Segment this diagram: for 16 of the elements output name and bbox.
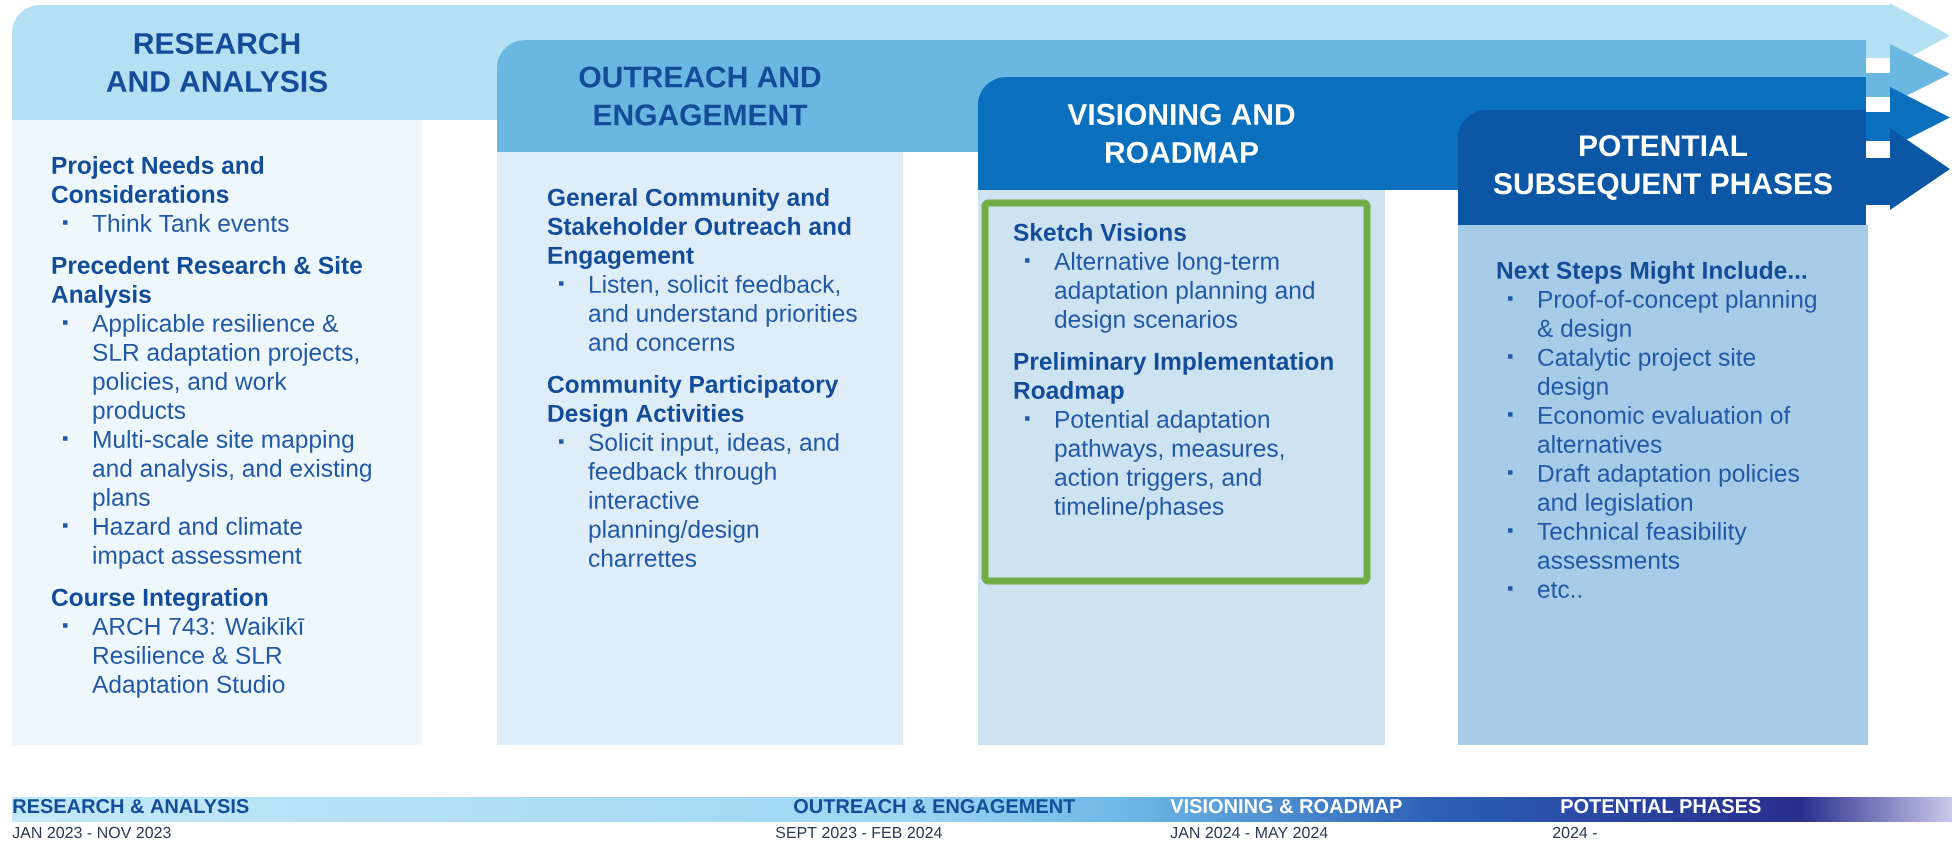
timeline-label: RESEARCH & ANALYSIS (13, 799, 249, 814)
highlight-box: Sketch Visions Alternative long-term adaptation planning and design scenarios Preliminary Implementation Roadmap Potential adaptation pathways, measures, action triggers, and timeline/phases (981, 199, 1371, 585)
date-label: SEPT 2023 - FEB 2024 (775, 826, 942, 839)
date-label: 2024 - (1553, 826, 1597, 839)
date-label: JAN 2023 - NOV 2023 (12, 826, 171, 839)
node-label: VISIONING AND ROADMAP (1067, 103, 1295, 164)
timeline-label: OUTREACH & ENGAGEMENT (794, 799, 1076, 814)
node-label: OUTREACH AND ENGAGEMENT (579, 66, 821, 126)
node-label: RESEARCH AND ANALYSIS (106, 32, 327, 93)
phase-column: POTENTIAL SUBSEQUENT PHASES Next Steps Might Include... Proof-of-concept planning & design Catalytic project site design Economic evaluation of alternatives Draft adaptation policies and legislation Technical feasibility assessments etc.. (1458, 135, 1868, 745)
phase-column: OUTREACH AND ENGAGEMENT General Community and Stakeholder Outreach and Engagement Listen, solicit feedback, and understand priorities and concerns Community Participatory Design Activities Solicit input, ideas, and feedback through interactive planning/design charrettes (497, 66, 903, 745)
timeline-label: VISIONING & ROADMAP (1170, 799, 1402, 814)
phase-column: RESEARCH AND ANALYSIS Project Needs and Considerations Think Tank events Precedent Research & Site Analysis Applicable resilience & SLR adaptation projects, policies, and work products Multi-scale site mapping and analysis, and existing plans Hazard and climate impact assessment Course Integration ARCH 743: Waikīkī Resilience & SLR Adaptation Studio (12, 32, 422, 745)
node-label: POTENTIAL SUBSEQUENT PHASES (1493, 135, 1832, 200)
timeline-label: POTENTIAL PHASES (1561, 799, 1761, 814)
date-label: JAN 2024 - MAY 2024 (1170, 826, 1328, 839)
